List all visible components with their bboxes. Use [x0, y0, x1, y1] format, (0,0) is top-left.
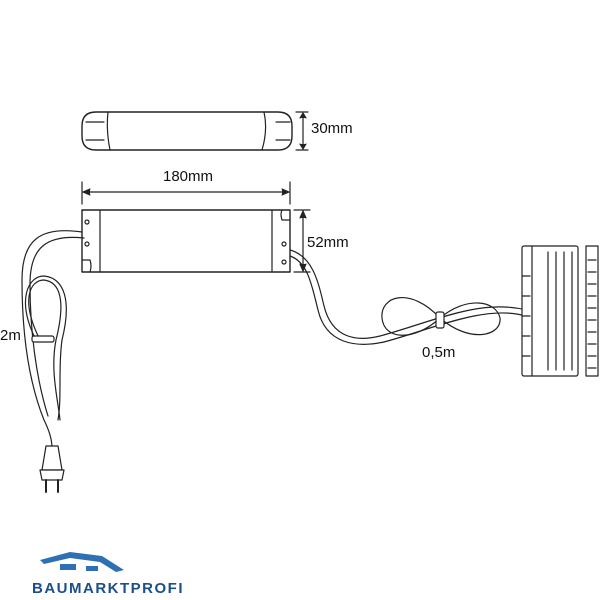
- roof-icon: [40, 552, 124, 572]
- mains-cable: [21, 230, 85, 449]
- dimension-30mm: [295, 111, 309, 151]
- brand-logo-text: BAUMARKTPROFI: [32, 580, 184, 597]
- driver-top-view: [81, 209, 291, 273]
- euro-plug-icon: [39, 445, 65, 493]
- dim-label-output-cable: 0,5m: [422, 344, 456, 361]
- output-cable: [289, 249, 527, 345]
- driver-side-view: [81, 111, 293, 151]
- dim-label-mains-cable: 2m: [0, 327, 21, 344]
- dim-label-height: 30mm: [311, 120, 353, 137]
- dimension-180mm: [81, 181, 291, 205]
- dimension-52mm: [293, 209, 311, 273]
- dim-label-width: 52mm: [307, 234, 349, 251]
- distributor-box-icon: [521, 245, 599, 377]
- dim-label-length: 180mm: [163, 168, 214, 185]
